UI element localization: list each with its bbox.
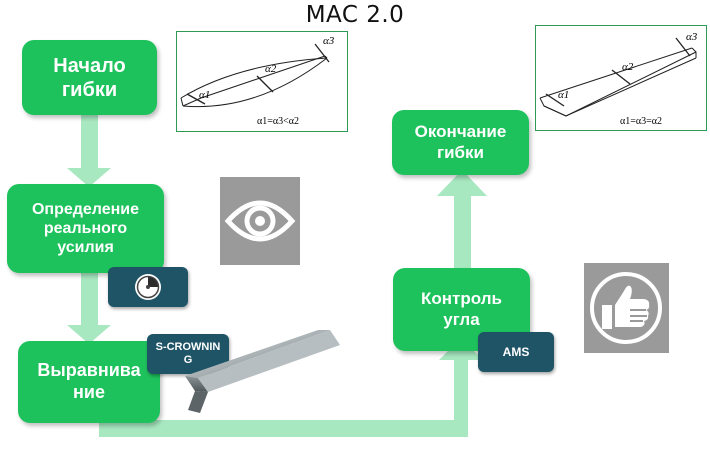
thumbs-up-icon	[584, 263, 669, 353]
arrow-angle-to-end	[437, 170, 487, 268]
label-a2-left: α2	[265, 63, 277, 75]
label-a1-right: α1	[558, 89, 569, 101]
crowning-tag: S-CROWNIN G	[147, 334, 229, 374]
gauge-icon	[135, 274, 161, 300]
label-a2-right: α2	[622, 61, 634, 73]
arrow-force-to-crowning	[67, 272, 111, 344]
label-a3-left: α3	[323, 35, 335, 47]
node-start-bending: Начало гибки	[22, 40, 157, 115]
node-angle-control: Контроль угла	[393, 268, 530, 351]
formula-right: α1=α3=α2	[620, 116, 662, 127]
formula-left: α1=α3<α2	[257, 116, 299, 127]
node-crowning: Выравнива ние	[18, 341, 160, 423]
arrow-start-to-force	[67, 115, 111, 187]
arrow-crowning-to-angle	[99, 338, 483, 437]
node-determine-force: Определение реального усилия	[7, 184, 164, 273]
eye-icon	[220, 177, 300, 265]
angle-diagram-unequal: α1 α2 α3 α1=α3<α2	[176, 31, 348, 132]
ams-tag: AMS	[478, 332, 554, 372]
page-title: MAC 2.0	[305, 2, 405, 28]
gauge-tag	[108, 267, 188, 307]
label-a3-right: α3	[686, 31, 698, 43]
label-a1-left: α1	[199, 89, 210, 101]
angle-diagram-equal: α1 α2 α3 α1=α3=α2	[535, 25, 707, 131]
node-end-bending: Окончание гибки	[392, 110, 529, 175]
